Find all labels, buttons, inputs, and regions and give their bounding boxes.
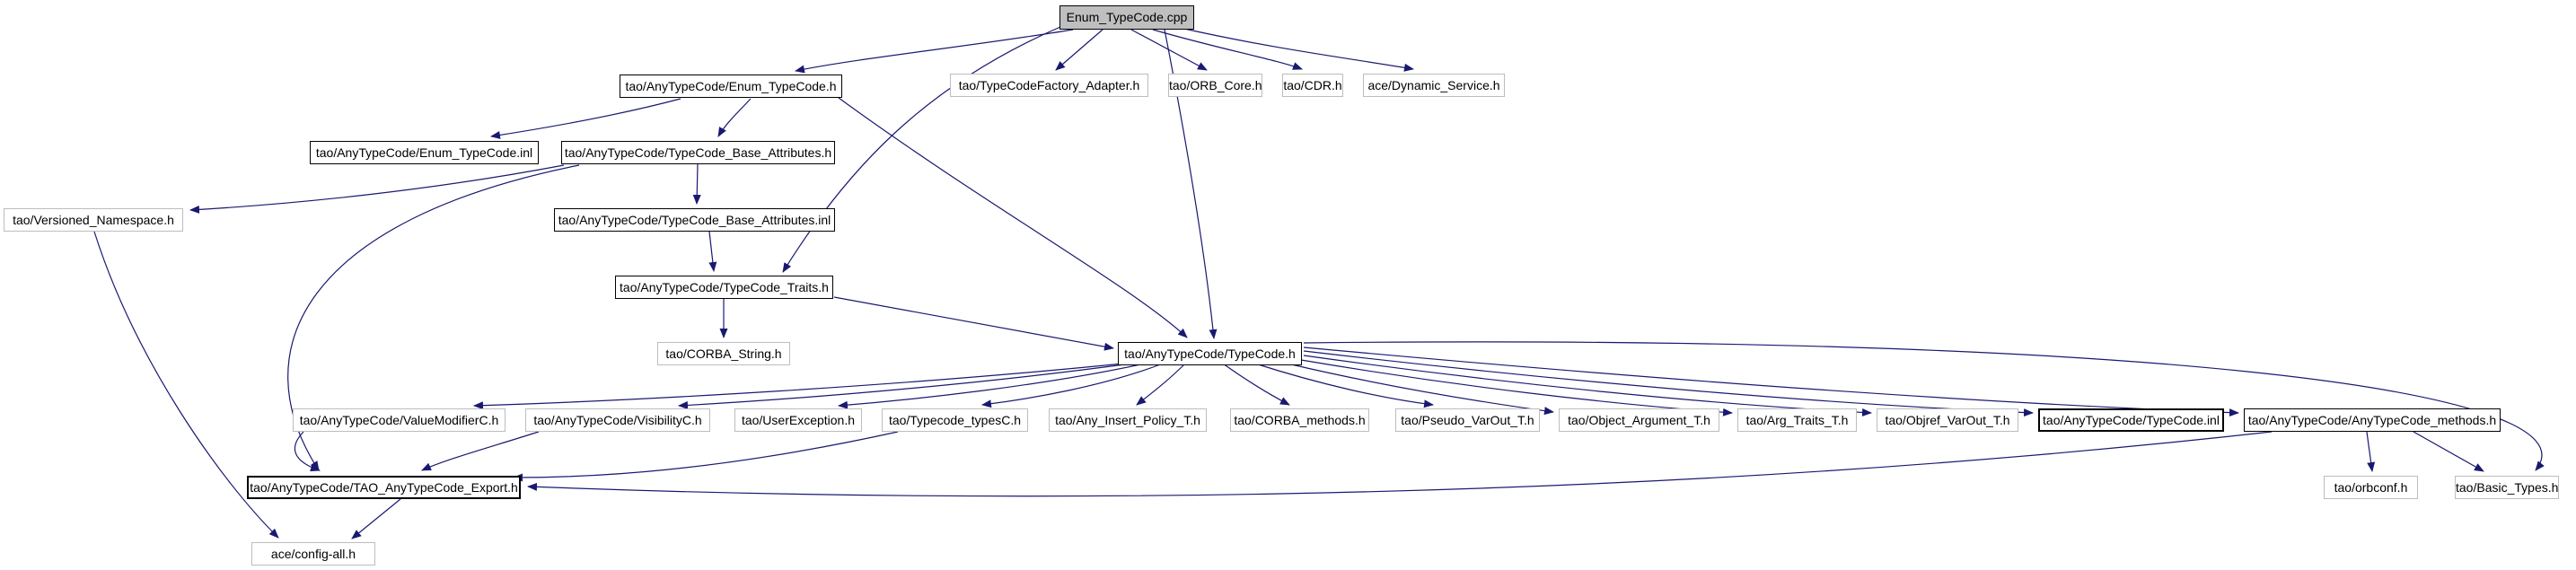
node-typecode_inl[interactable]: tao/AnyTypeCode/TypeCode.inl	[2038, 408, 2224, 432]
node-objref_varout_t_h: tao/Objref_VarOut_T.h	[1877, 408, 2018, 432]
node-tao_anytypecode_export_h[interactable]: tao/AnyTypeCode/TAO_AnyTypeCode_Export.h	[247, 476, 521, 499]
node-cdr_h: tao/CDR.h	[1282, 74, 1343, 97]
edge-typecode_h-to-corba_methods_h	[1222, 363, 1290, 406]
edge-typecode_h-to-objref_varout_t_h	[1303, 355, 1872, 417]
node-valuemodifierc_h: tao/AnyTypeCode/ValueModifierC.h	[293, 408, 506, 432]
edge-enum_typecode_cpp-to-typecode_traits_h	[782, 26, 1061, 273]
node-typecode_base_attributes_h[interactable]: tao/AnyTypeCode/TypeCode_Base_Attributes…	[561, 141, 835, 164]
node-object_argument_t_h: tao/Object_Argument_T.h	[1559, 408, 1719, 432]
edge-enum_typecode_h-to-typecode_h	[838, 97, 1188, 338]
node-typecode_traits_h[interactable]: tao/AnyTypeCode/TypeCode_Traits.h	[615, 276, 833, 299]
edge-typecode_typesc_h-to-tao_anytypecode_export_h	[513, 431, 899, 482]
node-any_insert_policy_t_h: tao/Any_Insert_Policy_T.h	[1049, 408, 1207, 432]
edge-enum_typecode_h-to-enum_typecode_inl	[490, 98, 681, 139]
node-enum_typecode_h[interactable]: tao/AnyTypeCode/Enum_TypeCode.h	[620, 75, 842, 98]
edge-typecode_base_attributes_inl-to-typecode_traits_h	[708, 231, 717, 272]
node-typecode_typesc_h: tao/Typecode_typesC.h	[882, 408, 1028, 432]
edge-enum_typecode_cpp-to-enum_typecode_h	[795, 29, 1074, 74]
node-typecodefactory_adapter_h: tao/TypeCodeFactory_Adapter.h	[950, 74, 1148, 97]
node-typecode_base_attributes_inl[interactable]: tao/AnyTypeCode/TypeCode_Base_Attributes…	[554, 208, 835, 232]
edge-typecode_base_attributes_h-to-typecode_base_attributes_inl	[692, 163, 701, 205]
node-visibilityc_h: tao/AnyTypeCode/VisibilityC.h	[525, 408, 710, 432]
edge-enum_typecode_cpp-to-orb_core_h	[1130, 29, 1208, 71]
node-orb_core_h: tao/ORB_Core.h	[1168, 74, 1262, 97]
edge-visibilityc_h-to-tao_anytypecode_export_h	[421, 431, 540, 471]
node-typecode_h[interactable]: tao/AnyTypeCode/TypeCode.h	[1118, 342, 1302, 365]
edge-tao_anytypecode_export_h-to-config_all_h	[351, 498, 401, 539]
edge-typecode_h-to-visibilityc_h	[678, 363, 1132, 409]
edge-typecode_traits_h-to-typecode_h	[833, 296, 1114, 351]
node-basic_types_h: tao/Basic_Types.h	[2455, 476, 2559, 499]
node-orbconf_h: tao/orbconf.h	[2324, 476, 2418, 499]
edge-enum_typecode_cpp-to-typecodefactory_adapter_h	[1055, 29, 1103, 71]
edge-group	[93, 26, 2545, 539]
edge-anytypecode_methods_h-to-orbconf_h	[2366, 431, 2376, 472]
node-enum_typecode_inl[interactable]: tao/AnyTypeCode/Enum_TypeCode.inl	[310, 141, 539, 164]
node-arg_traits_t_h: tao/Arg_Traits_T.h	[1737, 408, 1857, 432]
edge-anytypecode_methods_h-to-tao_anytypecode_export_h	[527, 431, 2273, 497]
node-userexception_h: tao/UserException.h	[734, 408, 862, 432]
edge-enum_typecode_cpp-to-dynamic_service_h	[1175, 26, 1414, 72]
edge-typecode_h-to-valuemodifierc_h	[473, 363, 1124, 410]
edge-enum_typecode_inl-to-versioned_namespace_h	[189, 164, 565, 214]
edge-typecode_h-to-typecode_typesc_h	[981, 363, 1164, 408]
edge-valuemodifierc_h-to-tao_anytypecode_export_h	[294, 431, 321, 472]
edge-typecode_h-to-basic_types_h	[1303, 341, 2545, 471]
edge-anytypecode_methods_h-to-basic_types_h	[2413, 431, 2484, 472]
edge-typecode_h-to-object_argument_t_h	[1287, 363, 1554, 416]
node-corba_string_h: tao/CORBA_String.h	[657, 342, 790, 365]
node-corba_methods_h: tao/CORBA_methods.h	[1230, 408, 1369, 432]
edge-enum_typecode_cpp-to-typecode_h	[1164, 29, 1218, 339]
node-enum_typecode_cpp: Enum_TypeCode.cpp	[1059, 5, 1194, 30]
node-pseudo_varout_t_h: tao/Pseudo_VarOut_T.h	[1395, 408, 1540, 432]
edge-enum_typecode_h-to-typecode_base_attributes_h	[717, 98, 752, 137]
edge-typecode_h-to-anytypecode_methods_h	[1303, 346, 2239, 417]
edge-enum_typecode_cpp-to-cdr_h	[1152, 29, 1303, 70]
edge-typecode_h-to-typecode_inl	[1303, 350, 2034, 417]
edge-typecode_h-to-any_insert_policy_t_h	[1136, 363, 1186, 406]
node-config_all_h: ace/config-all.h	[251, 542, 375, 566]
edge-versioned_namespace_h-to-config_all_h	[93, 231, 279, 539]
edge-typecode_h-to-arg_traits_t_h	[1300, 359, 1733, 417]
edge-typecode_h-to-userexception_h	[838, 363, 1146, 409]
edge-typecode_h-to-pseudo_varout_t_h	[1254, 363, 1434, 408]
node-versioned_namespace_h: tao/Versioned_Namespace.h	[4, 208, 183, 232]
node-dynamic_service_h: ace/Dynamic_Service.h	[1363, 74, 1505, 97]
node-anytypecode_methods_h[interactable]: tao/AnyTypeCode/AnyTypeCode_methods.h	[2244, 408, 2501, 432]
